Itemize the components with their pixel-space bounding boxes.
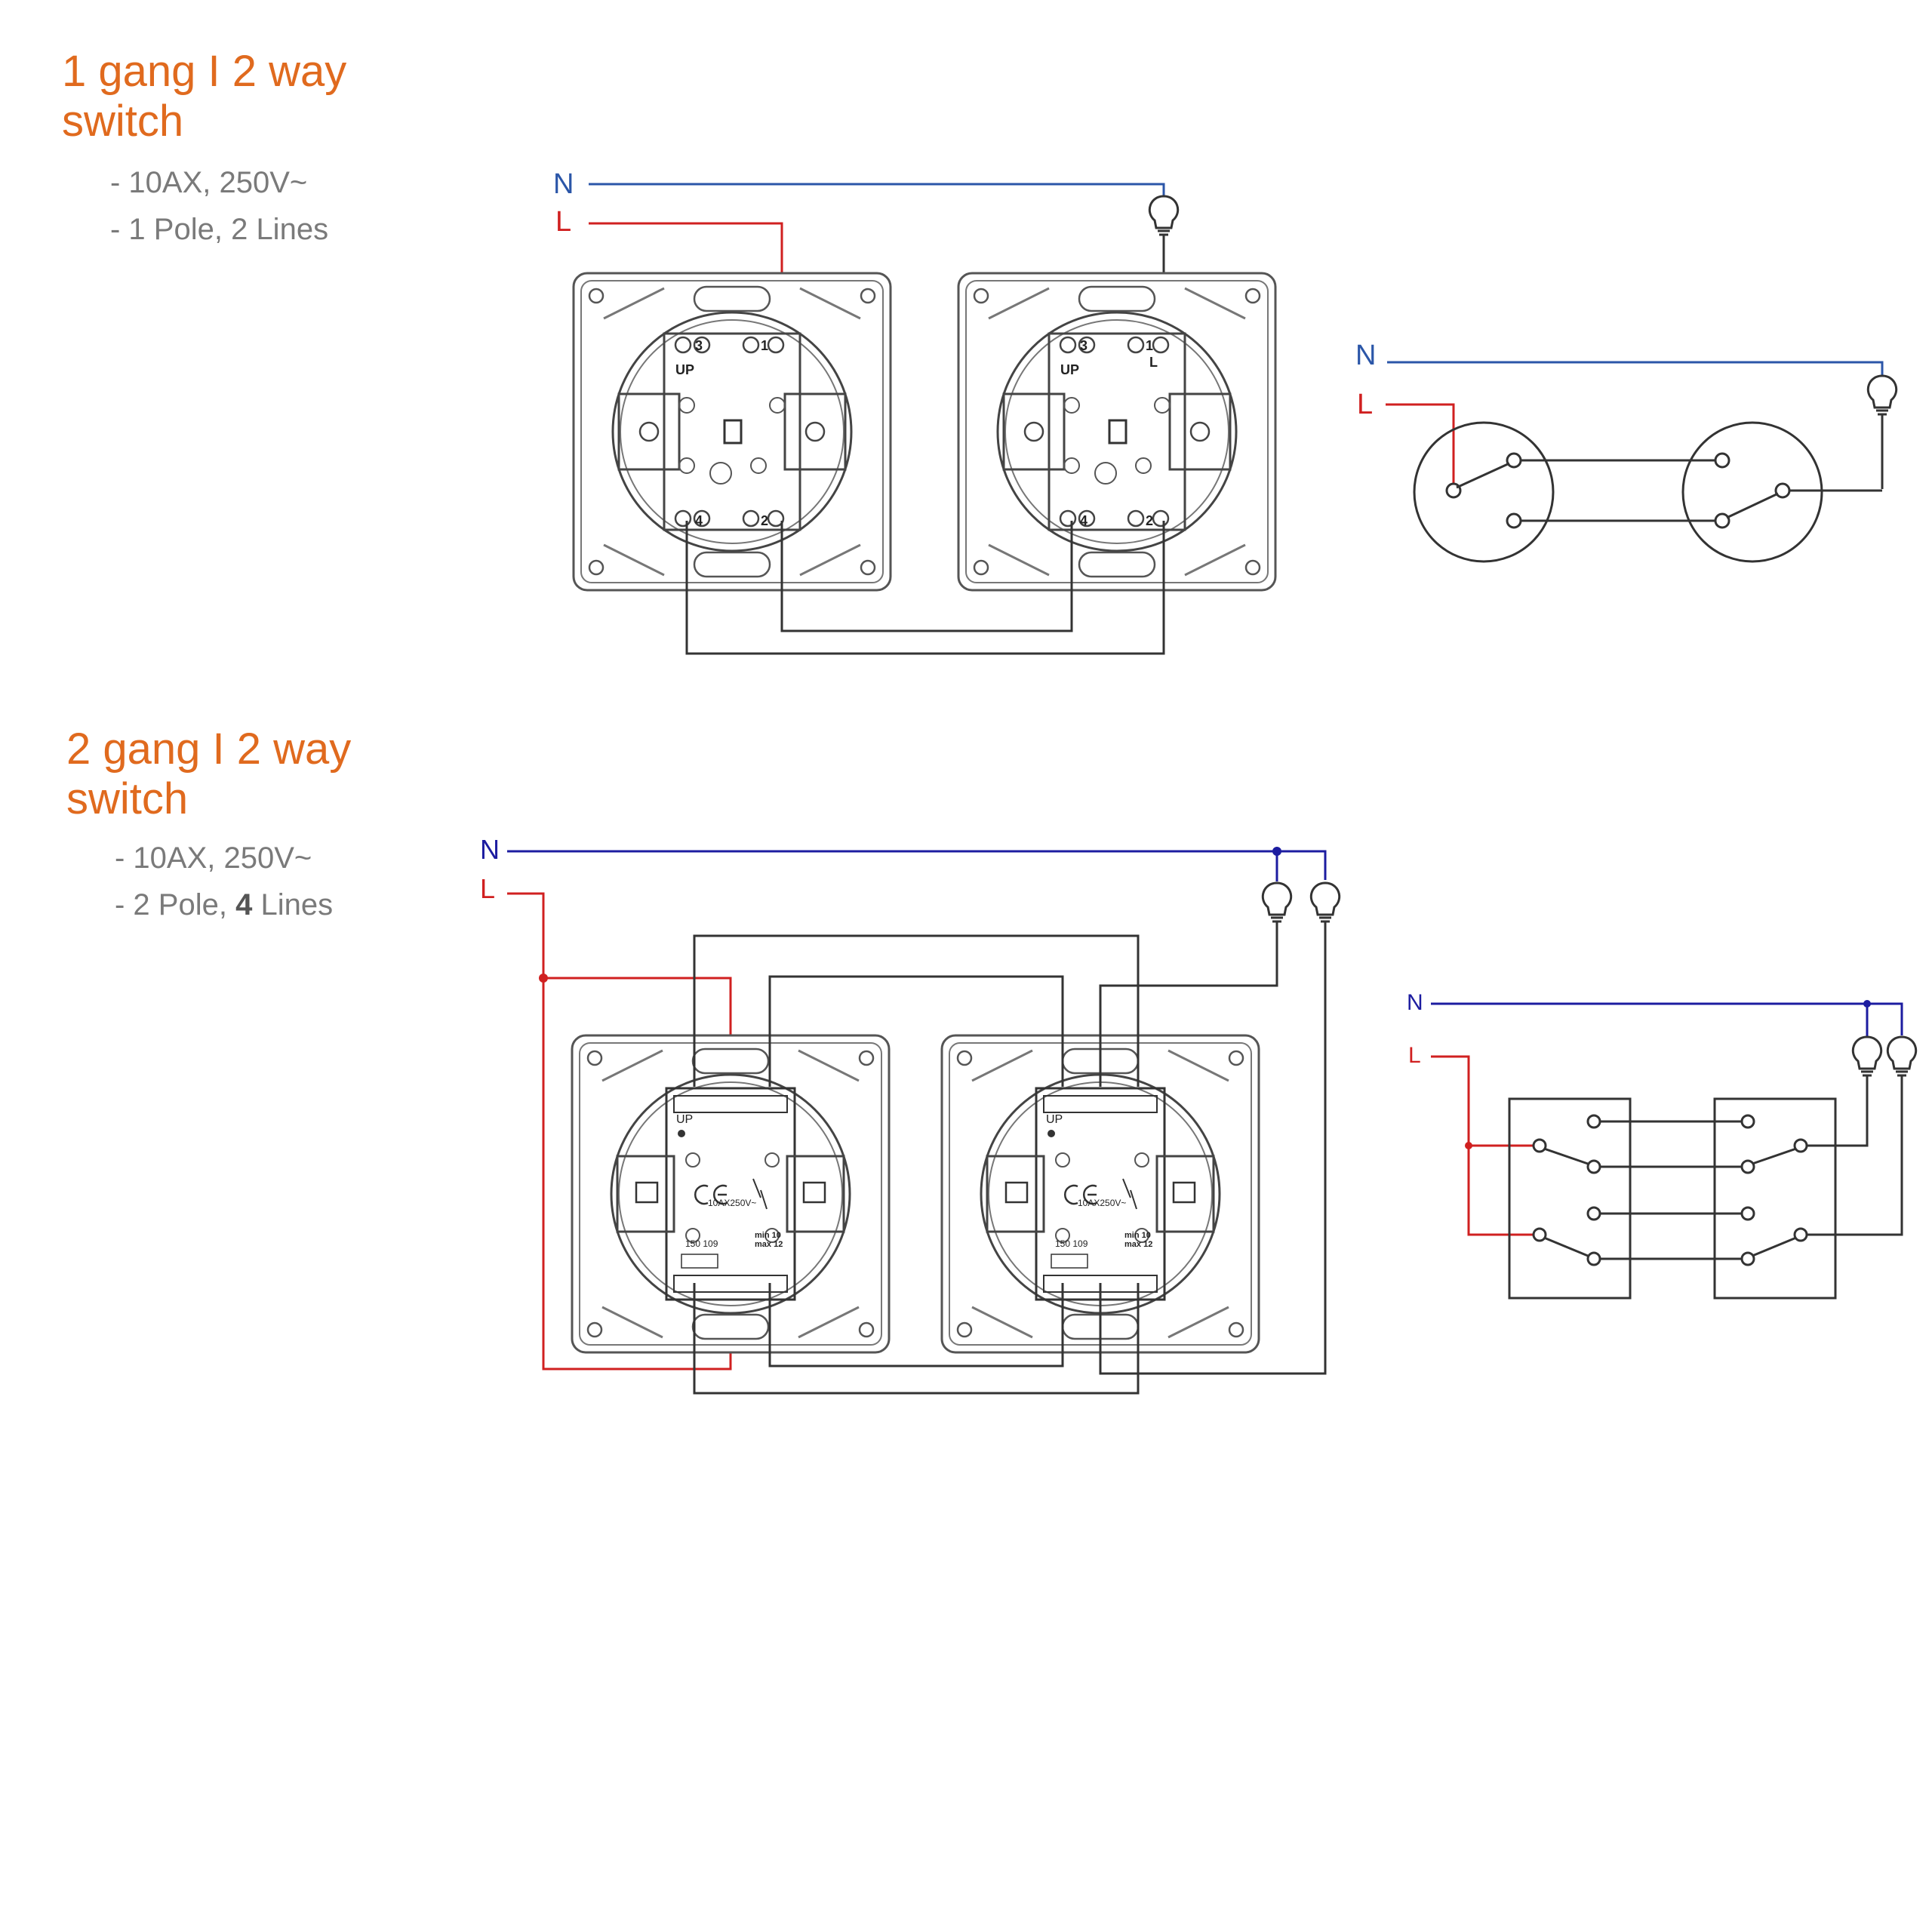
s2-b-max-label: max 12: [1124, 1240, 1152, 1249]
s1-a-t4-label: 4: [695, 513, 703, 528]
s2-schematic: N L: [1407, 990, 1918, 1300]
s1-live-label: L: [555, 206, 571, 238]
s2-neutral-wire: [507, 850, 1327, 880]
s2-traveler-wire-2: [768, 975, 1064, 1087]
s1-neutral-label: N: [553, 168, 574, 200]
section2-spec-poles: - 2 Pole, 4 Lines: [115, 881, 333, 928]
s1-schematic: N L: [1355, 340, 1898, 563]
s2-sch-live-label: L: [1408, 1043, 1421, 1068]
s1-a-t2-label: 2: [761, 513, 768, 528]
s1-b-t3-label: 3: [1080, 338, 1088, 353]
s2-live-label: L: [480, 873, 495, 904]
section2-spec-rating: - 10AX, 250V~: [115, 841, 312, 875]
s1-switch-a: [572, 272, 892, 592]
s1-b-up-label: UP: [1060, 362, 1079, 377]
s2-sch-return-1: [1807, 1082, 1869, 1147]
section1-spec-rating: - 10AX, 250V~: [110, 166, 308, 199]
s1-physical-wiring: N L UP 3 1 4 2 UP 3 1 L 4 2: [553, 168, 1277, 655]
s1-b-l-label: L: [1149, 355, 1158, 370]
s1-switch-b: [957, 272, 1277, 592]
s1-a-up-label: UP: [675, 362, 694, 377]
section2-title-line1: 2 gang I 2 way: [66, 724, 352, 774]
s2-sch-neutral-label: N: [1407, 990, 1423, 1015]
s2-sch-lamp-2-icon: [1886, 1035, 1918, 1084]
s1-sch-live-wire: [1386, 403, 1455, 489]
section2-specs: - 10AX, 250V~ - 2 Pole, 4 Lines: [115, 835, 333, 928]
s2-traveler-wire-3: [693, 1283, 1140, 1395]
section2-spec-poles-prefix: - 2 Pole,: [115, 888, 236, 921]
s2-a-rating-label: 10AX250V~: [708, 1198, 756, 1208]
s2-sch-switch-b: [1713, 1097, 1837, 1300]
s2-a-code-label: 150 109: [685, 1238, 718, 1249]
s2-physical-wiring: N L UP 10AX250V~ 150 109 min 10 max 12 U…: [480, 834, 1341, 1395]
s2-b-up-label: UP: [1046, 1113, 1063, 1126]
section2-title-line2: switch: [66, 774, 189, 823]
s1-sch-neutral-wire: [1387, 361, 1884, 377]
s1-neutral-wire: [589, 183, 1165, 198]
s1-a-t1-label: 1: [761, 338, 768, 353]
s2-switch-a: [571, 1034, 891, 1354]
s2-traveler-wire-1: [693, 934, 1140, 1087]
section1-title-line2: switch: [62, 97, 184, 146]
s1-sch-switch-b: [1681, 421, 1823, 563]
s2-a-min-label: min 10: [755, 1231, 781, 1240]
s1-sch-live-label: L: [1357, 389, 1373, 420]
s1-sch-neutral-label: N: [1355, 340, 1376, 371]
s2-lamp-2-return: [1099, 928, 1327, 1375]
s2-traveler-wire-4: [768, 1283, 1064, 1367]
s2-sch-switch-a: [1508, 1097, 1632, 1300]
s2-lamp-1-icon: [1261, 881, 1293, 930]
s2-a-max-label: max 12: [755, 1240, 783, 1249]
section2-spec-poles-suffix: Lines: [252, 888, 334, 921]
s2-a-up-label: UP: [676, 1113, 693, 1126]
s1-sch-switch-a: [1413, 421, 1555, 563]
s1-traveler-wire-1: [685, 521, 1165, 655]
s1-b-t1-label: 1: [1146, 338, 1153, 353]
s2-b-rating-label: 10AX250V~: [1078, 1198, 1126, 1208]
s1-sch-lamp-icon: [1866, 374, 1898, 423]
s1-traveler-wire-2: [780, 521, 1073, 632]
s1-b-t2-label: 2: [1146, 513, 1153, 528]
section2-spec-lines-count: 4: [235, 888, 253, 921]
s2-lamp-2-icon: [1309, 881, 1341, 930]
s2-b-min-label: min 10: [1124, 1231, 1151, 1240]
s1-b-t4-label: 4: [1080, 513, 1088, 528]
s2-lamp-1-return: [1099, 928, 1278, 1087]
s2-b-code-label: 150 109: [1055, 1238, 1088, 1249]
s2-sch-neutral-wire: [1431, 1002, 1903, 1035]
s1-a-t3-label: 3: [695, 338, 703, 353]
s2-sch-lamp-1-icon: [1851, 1035, 1883, 1084]
section1-specs: - 10AX, 250V~ - 1 Pole, 2 Lines: [110, 159, 328, 253]
s2-sch-return-2: [1807, 1082, 1903, 1236]
section2-title: 2 gang I 2 way switch: [66, 724, 351, 824]
s1-lamp-icon: [1148, 195, 1180, 243]
section1-spec-poles: - 1 Pole, 2 Lines: [110, 213, 329, 246]
section1-title: 1 gang I 2 way switch: [62, 47, 346, 146]
s2-neutral-label: N: [480, 834, 500, 865]
section1-title-line1: 1 gang I 2 way: [62, 47, 347, 96]
